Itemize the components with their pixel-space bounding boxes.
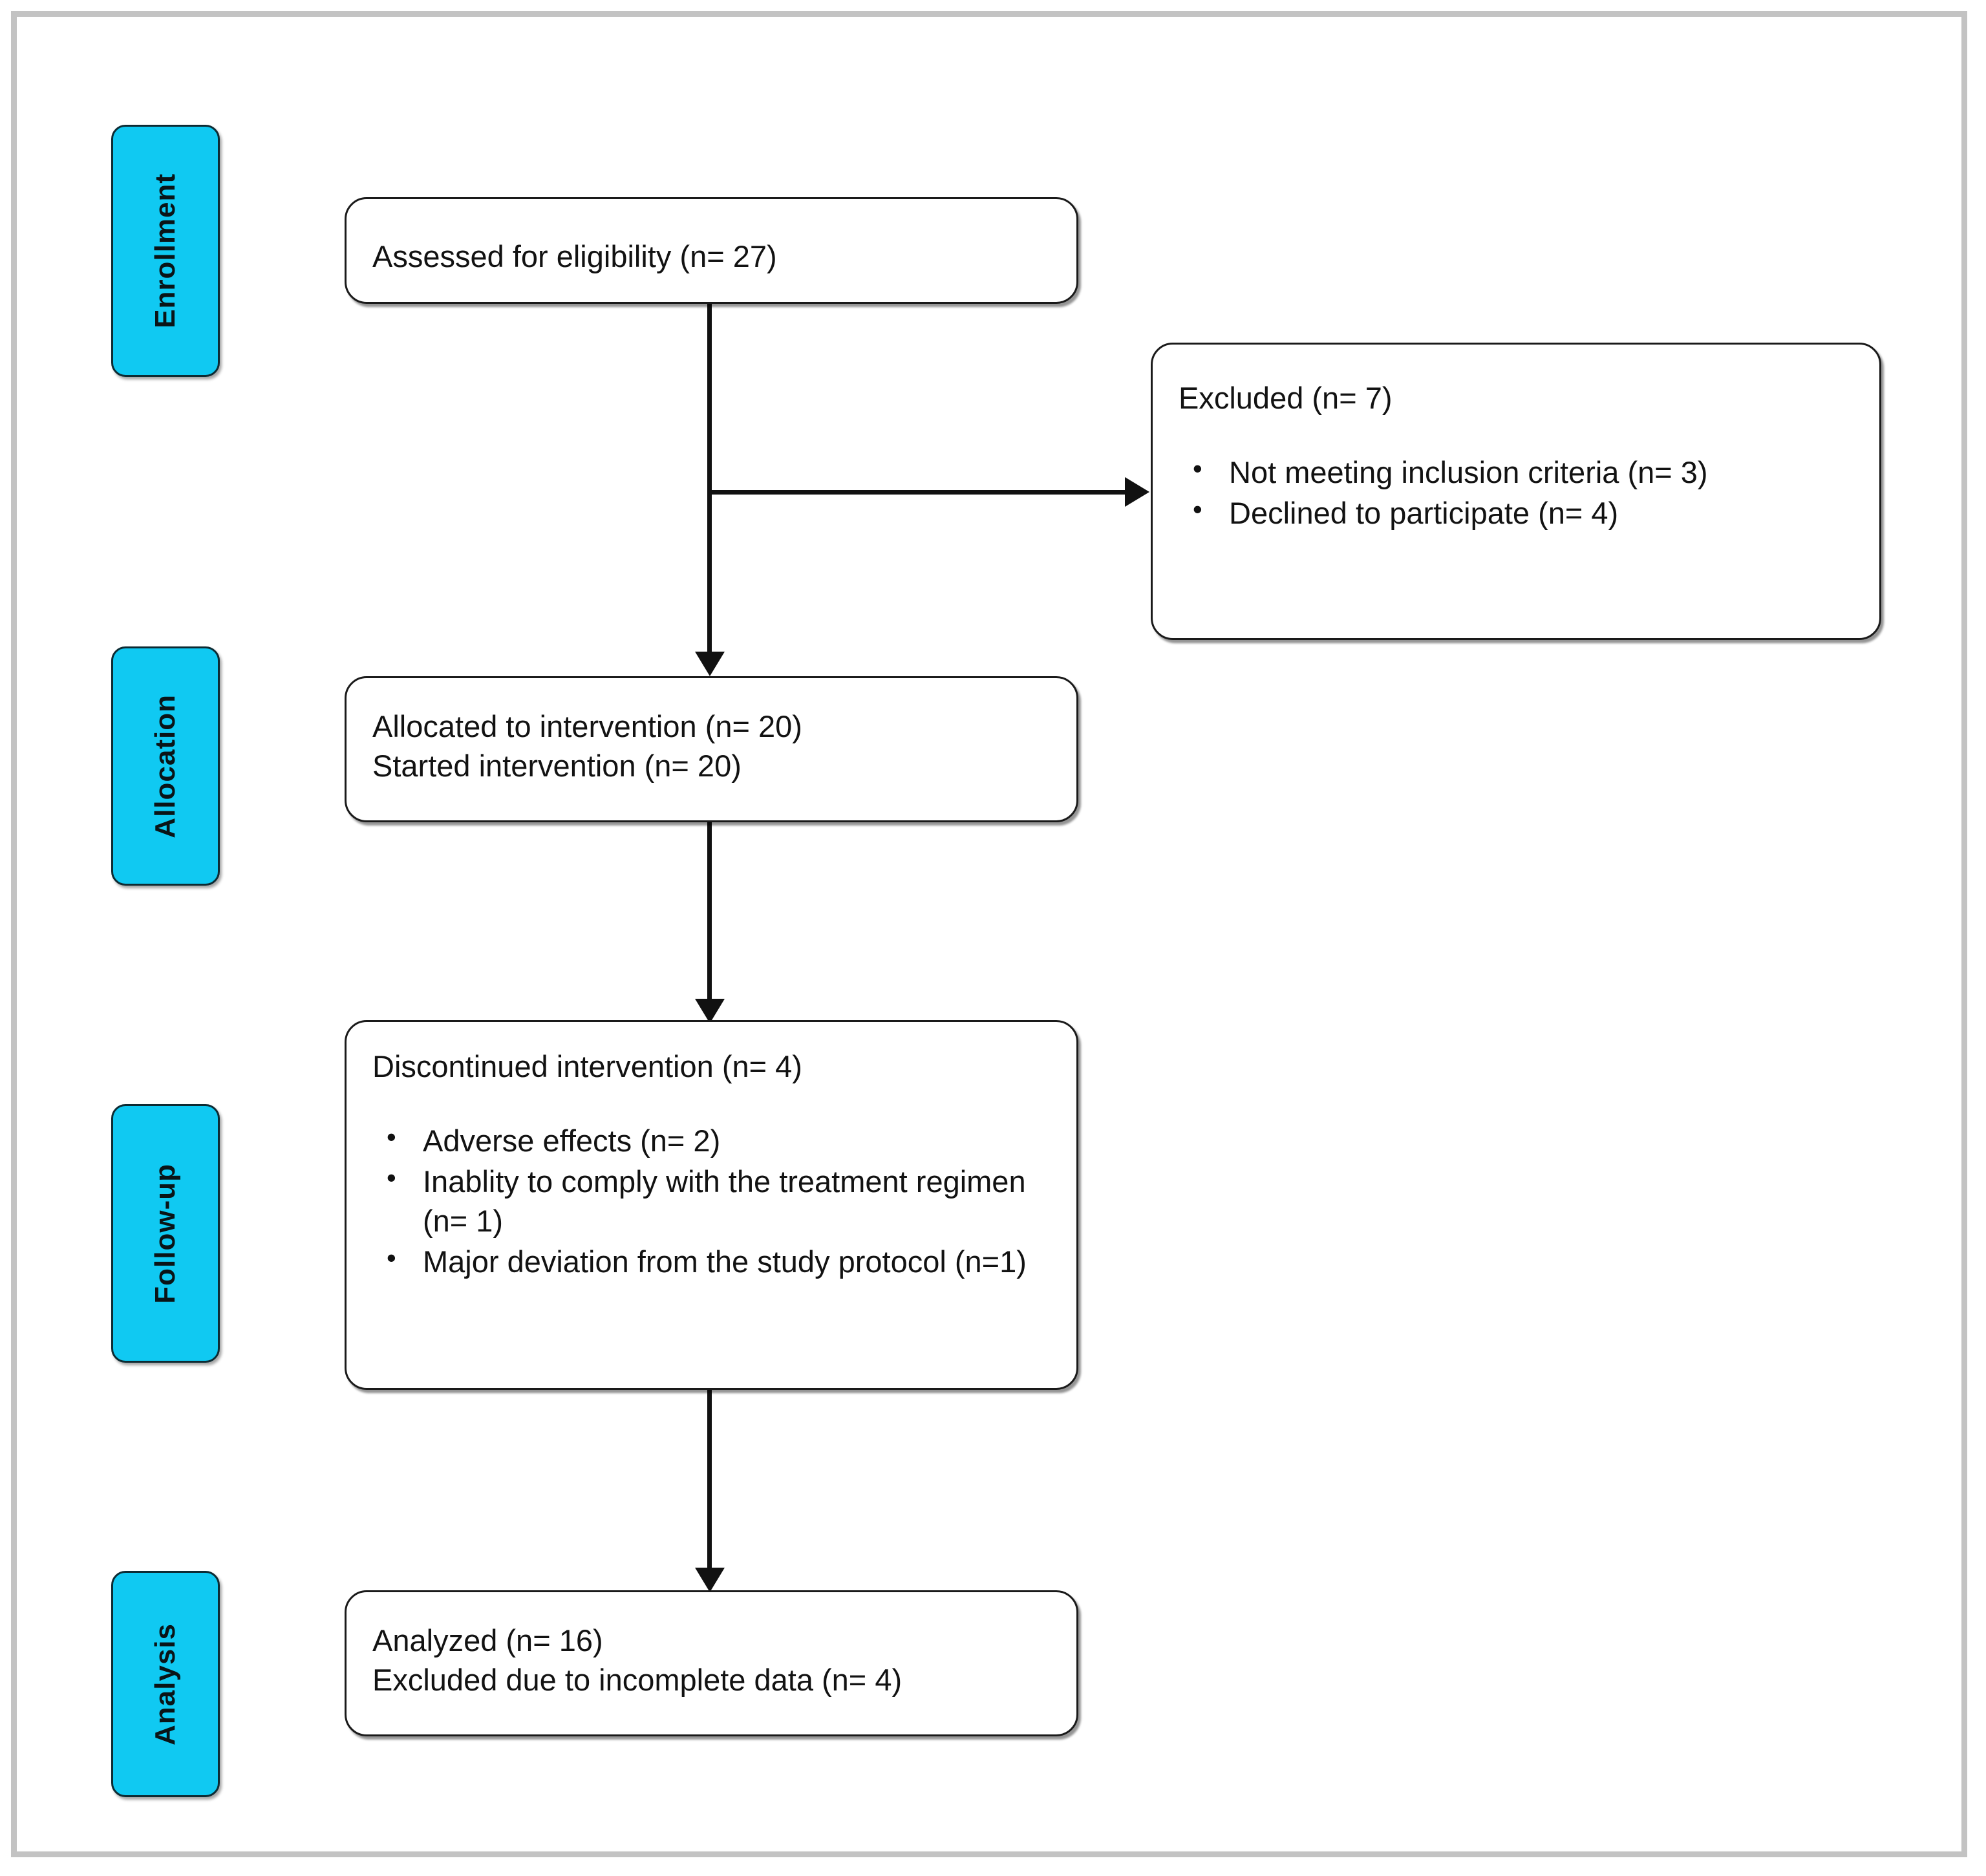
box-analyzed-line-1: Analyzed (n= 16) xyxy=(372,1623,603,1657)
list-item: Inablity to comply with the treatment re… xyxy=(372,1160,1051,1241)
connector-eligibility-to-allocated-line xyxy=(707,301,712,663)
box-assessed-for-eligibility: Assessed for eligibility (n= 27) xyxy=(345,197,1078,304)
connector-discontinued-to-analyzed-arrowhead xyxy=(695,1568,725,1592)
stage-label-followup-text: Follow-up xyxy=(149,1163,181,1304)
box-discontinued-bullet-list: Adverse effects (n= 2) Inablity to compl… xyxy=(372,1120,1051,1281)
box-allocated-line-2: Started intervention (n= 20) xyxy=(372,749,742,783)
list-item: Not meeting inclusion criteria (n= 3) xyxy=(1179,451,1853,492)
box-allocated-to-intervention: Allocated to intervention (n= 20) Starte… xyxy=(345,676,1078,822)
stage-label-analysis-text: Analysis xyxy=(149,1623,181,1745)
list-item: Declined to participate (n= 4) xyxy=(1179,492,1853,533)
box-excluded: Excluded (n= 7) Not meeting inclusion cr… xyxy=(1151,343,1881,640)
box-discontinued-bullet-1: Adverse effects (n= 2) xyxy=(423,1124,721,1158)
stage-label-allocation: Allocation xyxy=(111,646,220,886)
page-frame xyxy=(11,11,1967,1857)
connector-discontinued-to-analyzed-line xyxy=(707,1390,712,1584)
list-item: Adverse effects (n= 2) xyxy=(372,1120,1051,1160)
box-analyzed-line-2: Excluded due to incomplete data (n= 4) xyxy=(372,1663,902,1698)
box-excluded-bullet-2: Declined to participate (n= 4) xyxy=(1229,496,1619,531)
box-discontinued-bullet-2: Inablity to comply with the treatment re… xyxy=(423,1164,1026,1239)
box-discontinued-intervention: Discontinued intervention (n= 4) Adverse… xyxy=(345,1020,1078,1390)
box-excluded-heading: Excluded (n= 7) xyxy=(1179,381,1393,415)
box-excluded-spacer xyxy=(1179,418,1853,453)
box-analyzed: Analyzed (n= 16) Excluded due to incompl… xyxy=(345,1590,1078,1736)
stage-label-enrollment-text: Enrollment xyxy=(149,173,181,328)
connector-allocated-to-discontinued-line xyxy=(707,822,712,1016)
stage-label-allocation-text: Allocation xyxy=(149,694,181,838)
connector-eligibility-to-excluded-arrowhead xyxy=(1125,477,1149,507)
box-discontinued-spacer xyxy=(372,1086,1051,1121)
connector-eligibility-to-excluded-line xyxy=(707,490,1127,495)
connector-allocated-to-discontinued-arrowhead xyxy=(695,999,725,1023)
box-excluded-bullet-list: Not meeting inclusion criteria (n= 3) De… xyxy=(1179,451,1853,533)
stage-label-followup: Follow-up xyxy=(111,1104,220,1363)
connector-eligibility-to-allocated-arrowhead xyxy=(695,652,725,676)
box-excluded-bullet-1: Not meeting inclusion criteria (n= 3) xyxy=(1229,455,1708,490)
stage-label-enrollment: Enrollment xyxy=(111,125,220,377)
box-discontinued-heading: Discontinued intervention (n= 4) xyxy=(372,1049,802,1083)
list-item: Major deviation from the study protocol … xyxy=(372,1241,1051,1281)
box-assessed-for-eligibility-line-1: Assessed for eligibility (n= 27) xyxy=(372,239,777,273)
box-allocated-line-1: Allocated to intervention (n= 20) xyxy=(372,709,802,743)
stage-label-analysis: Analysis xyxy=(111,1571,220,1797)
box-discontinued-bullet-3: Major deviation from the study protocol … xyxy=(423,1244,1027,1279)
